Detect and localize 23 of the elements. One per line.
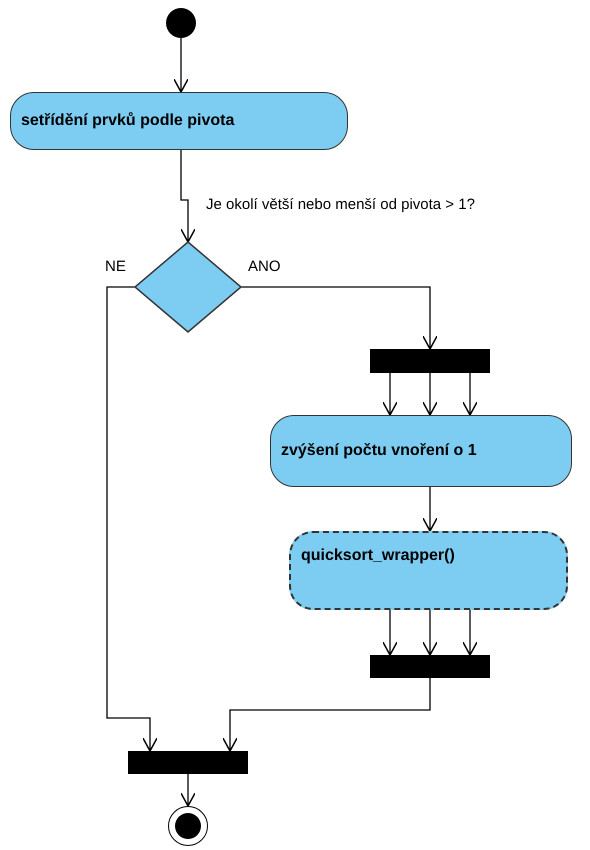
- arrow: [422, 373, 438, 416]
- initial-node: [166, 8, 196, 38]
- edge-label: Je okolí větší nebo menší od pivota > 1?: [205, 196, 476, 213]
- arrow: [382, 610, 398, 656]
- activity-box: setřídění prvků podle pivota: [10, 92, 348, 150]
- activity-box: zvýšení počtu vnoření o 1: [270, 415, 572, 487]
- arrow: [180, 774, 196, 807]
- arrow: [462, 373, 478, 416]
- sync-bar: [370, 655, 490, 678]
- sync-bar: [128, 751, 248, 774]
- arrow: [462, 610, 478, 656]
- decision-diamond: [135, 242, 241, 332]
- activity-box: quicksort_wrapper(): [289, 531, 568, 610]
- sync-bar: [370, 349, 490, 373]
- arrow: [222, 678, 431, 752]
- arrow: [382, 373, 398, 416]
- final-node: [168, 806, 208, 846]
- arrow: [173, 38, 189, 93]
- arrow: [422, 610, 438, 656]
- arrow: [241, 286, 438, 350]
- arrow: [106, 286, 158, 752]
- arrow: [422, 487, 438, 532]
- arrow: [180, 150, 196, 243]
